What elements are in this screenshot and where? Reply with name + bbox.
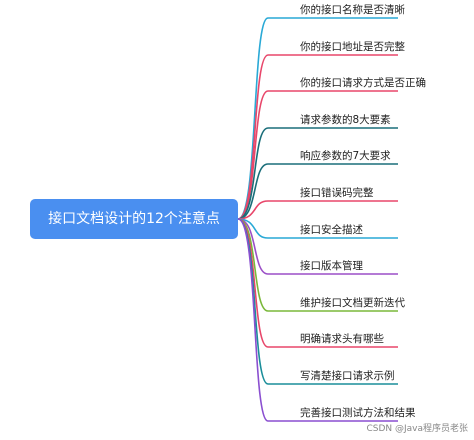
branch-label: 写清楚接口请求示例 (300, 370, 395, 382)
branch-label: 你的接口名称是否清晰 (300, 4, 405, 16)
mindmap-root-node: 接口文档设计的12个注意点 (30, 199, 238, 239)
branch-line (237, 218, 398, 422)
branch-label: 接口安全描述 (300, 224, 363, 236)
branch-line (237, 90, 398, 220)
branch-label: 你的接口请求方式是否正确 (300, 77, 426, 89)
watermark: CSDN @Java程序员老张 (366, 424, 468, 434)
branch-label: 响应参数的7大要求 (300, 150, 391, 162)
branch-label: 明确请求头有哪些 (300, 333, 384, 345)
branch-line (237, 127, 398, 220)
branch-label: 接口版本管理 (300, 260, 363, 272)
branch-line (237, 163, 398, 220)
branch-label: 你的接口地址是否完整 (300, 41, 405, 53)
branch-label: 完善接口测试方法和结果 (300, 407, 416, 419)
branch-label: 维护接口文档更新迭代 (300, 297, 405, 309)
branch-label: 请求参数的8大要素 (300, 114, 391, 126)
branch-label: 接口错误码完整 (300, 187, 374, 199)
branch-line (237, 200, 398, 220)
